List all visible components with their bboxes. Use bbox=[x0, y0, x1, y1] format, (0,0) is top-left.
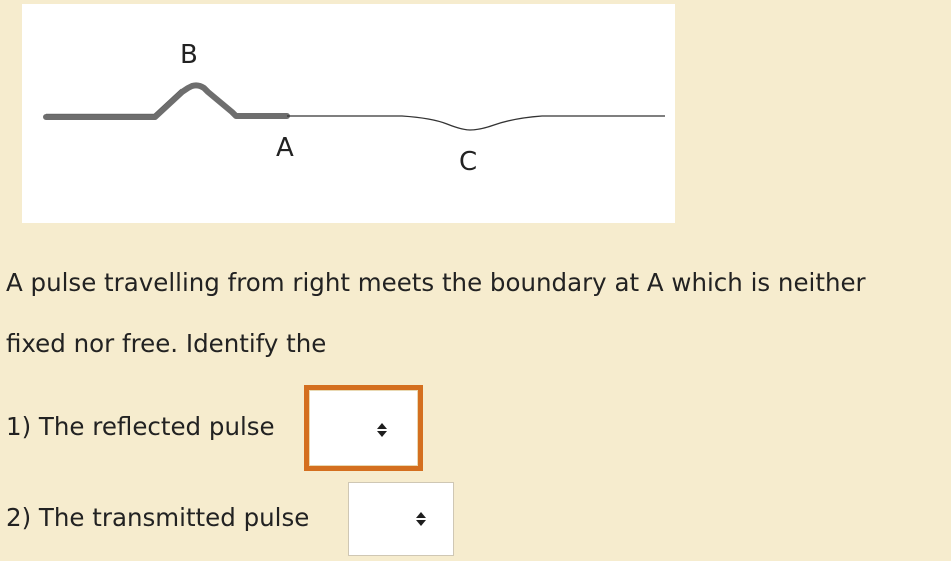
label-b: B bbox=[180, 40, 198, 70]
transmitted-pulse-select[interactable] bbox=[348, 482, 454, 556]
select-inner-border bbox=[309, 390, 418, 466]
thick-string-with-pulse-b bbox=[43, 82, 290, 120]
arrow-up-icon bbox=[416, 512, 426, 518]
reflected-pulse-label: 1) The reflected pulse bbox=[6, 412, 275, 441]
question-text-line-2: fixed nor free. Identify the bbox=[6, 329, 327, 358]
thick-string-outline-top bbox=[46, 88, 182, 115]
transmitted-pulse-label: 2) The transmitted pulse bbox=[6, 503, 310, 532]
pulse-diagram: B A C bbox=[22, 4, 675, 223]
thin-string-with-pulse-c bbox=[287, 115, 665, 131]
label-c: C bbox=[459, 147, 478, 177]
sort-arrows-icon bbox=[416, 512, 426, 526]
question-text-line-1: A pulse travelling from right meets the … bbox=[6, 268, 866, 297]
label-a: A bbox=[276, 133, 294, 163]
sort-arrows-icon bbox=[377, 423, 387, 437]
arrow-down-icon bbox=[377, 431, 387, 437]
arrow-up-icon bbox=[377, 423, 387, 429]
arrow-down-icon bbox=[416, 520, 426, 526]
pulse-diagram-svg bbox=[43, 82, 665, 131]
reflected-pulse-select[interactable] bbox=[304, 385, 423, 471]
